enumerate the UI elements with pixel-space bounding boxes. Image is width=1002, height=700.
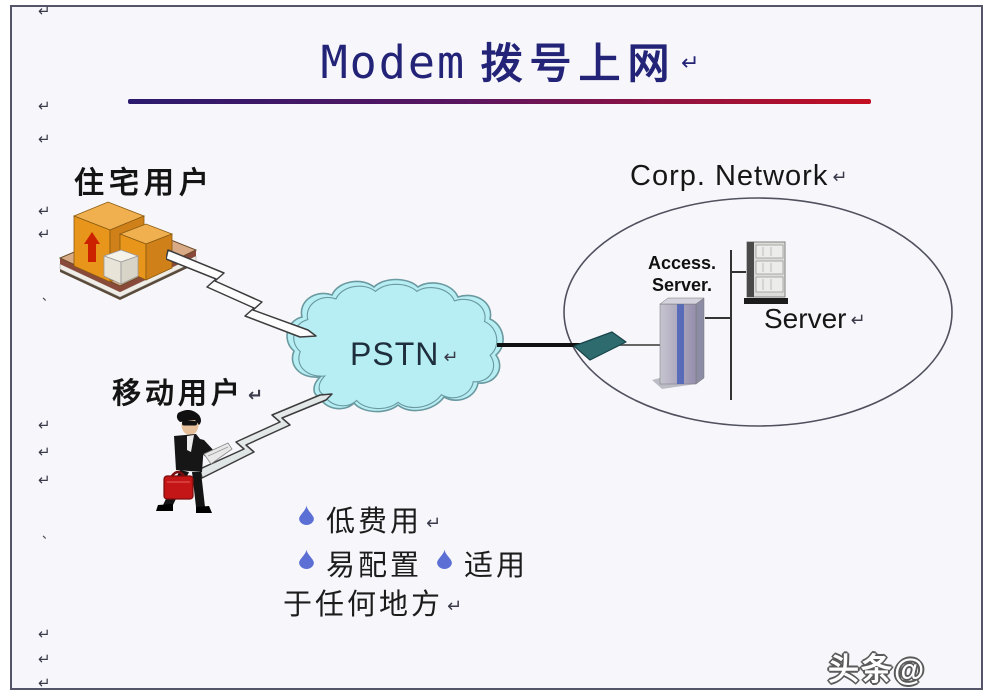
margin-return-mark: ↵ — [38, 416, 51, 434]
title-underline — [128, 99, 871, 104]
briefcase-handle — [171, 470, 185, 477]
margin-return-mark: ↵ — [38, 130, 51, 148]
margin-return-mark: ↵ — [38, 202, 51, 220]
lan-backbone-line — [730, 250, 732, 400]
server-label-wrap: Server↵ — [764, 303, 866, 335]
connector-line — [620, 344, 660, 346]
lightning-bolt-icon — [200, 393, 333, 479]
return-mark: ↵ — [832, 167, 849, 188]
residential-building-illustration — [58, 201, 198, 300]
return-mark: ↵ — [426, 513, 445, 534]
server-rack — [744, 241, 788, 304]
briefcase-icon — [163, 475, 194, 500]
bullet-drop-icon — [299, 549, 314, 569]
margin-return-mark: ↵ — [38, 443, 51, 461]
connector-line — [705, 317, 731, 319]
bullet-easy-config: 易配置 — [326, 550, 423, 582]
margin-return-mark: ↵ — [38, 225, 51, 243]
corp-network-label-wrap: Corp. Network↵ — [630, 160, 848, 193]
phone-line — [497, 343, 595, 347]
margin-return-mark: ↵ — [38, 674, 51, 692]
margin-return-mark: ↵ — [38, 625, 51, 643]
access-server-label: Access. Server. — [642, 252, 722, 296]
margin-return-mark: ↵ — [38, 2, 51, 20]
margin-return-mark: ↵ — [38, 471, 51, 489]
return-mark: ↵ — [850, 310, 866, 331]
title-chinese: 拨号上网 — [480, 40, 677, 87]
bullet-applicable: 适用 — [464, 550, 529, 582]
corp-network-label: Corp. Network — [630, 160, 829, 192]
return-mark: ↵ — [447, 596, 466, 617]
access-server-line1: Access. — [647, 253, 717, 273]
mobile-user-label: 移动用户 — [112, 378, 245, 410]
pstn-label-wrap: PSTN↵ — [350, 336, 459, 373]
pause-dot-mark: 、 — [42, 289, 55, 303]
modem-device — [573, 331, 627, 361]
lightning-bolt-icon — [166, 249, 317, 338]
watermark: 头条@ — [828, 652, 927, 687]
access-server-line2: Server. — [651, 275, 713, 295]
corp-network-ellipse — [563, 197, 953, 427]
sunglasses-icon — [182, 421, 197, 426]
return-mark: ↵ — [248, 385, 268, 406]
bullet-anywhere-wrap: 于任何地方↵ — [283, 581, 465, 623]
bullet-anywhere: 于任何地方 — [283, 589, 444, 621]
return-mark: ↵ — [443, 347, 460, 368]
bullet-low-cost-wrap: 低费用↵ — [326, 498, 444, 540]
bullet-low-cost: 低费用 — [326, 506, 423, 538]
pause-dot-mark: 、 — [42, 527, 55, 541]
return-mark: ↵ — [680, 51, 700, 76]
mobile-user-label-wrap: 移动用户↵ — [112, 370, 267, 412]
margin-return-mark: ↵ — [38, 650, 51, 668]
page-title: Modem 拨号上网 ↵ — [130, 30, 890, 91]
connector-line — [731, 271, 746, 273]
server-label: Server — [764, 303, 847, 334]
pstn-label: PSTN — [350, 336, 440, 372]
businessman-illustration — [156, 410, 233, 513]
residential-user-label: 住宅用户 — [74, 167, 214, 200]
up-arrow-icon — [84, 232, 100, 262]
access-server-tower — [652, 297, 705, 389]
bullet-drop-icon — [437, 549, 452, 569]
title-english: Modem — [320, 36, 467, 89]
bullet-drop-icon — [299, 505, 314, 525]
pstn-cloud — [286, 278, 504, 413]
margin-return-mark: ↵ — [38, 97, 51, 115]
